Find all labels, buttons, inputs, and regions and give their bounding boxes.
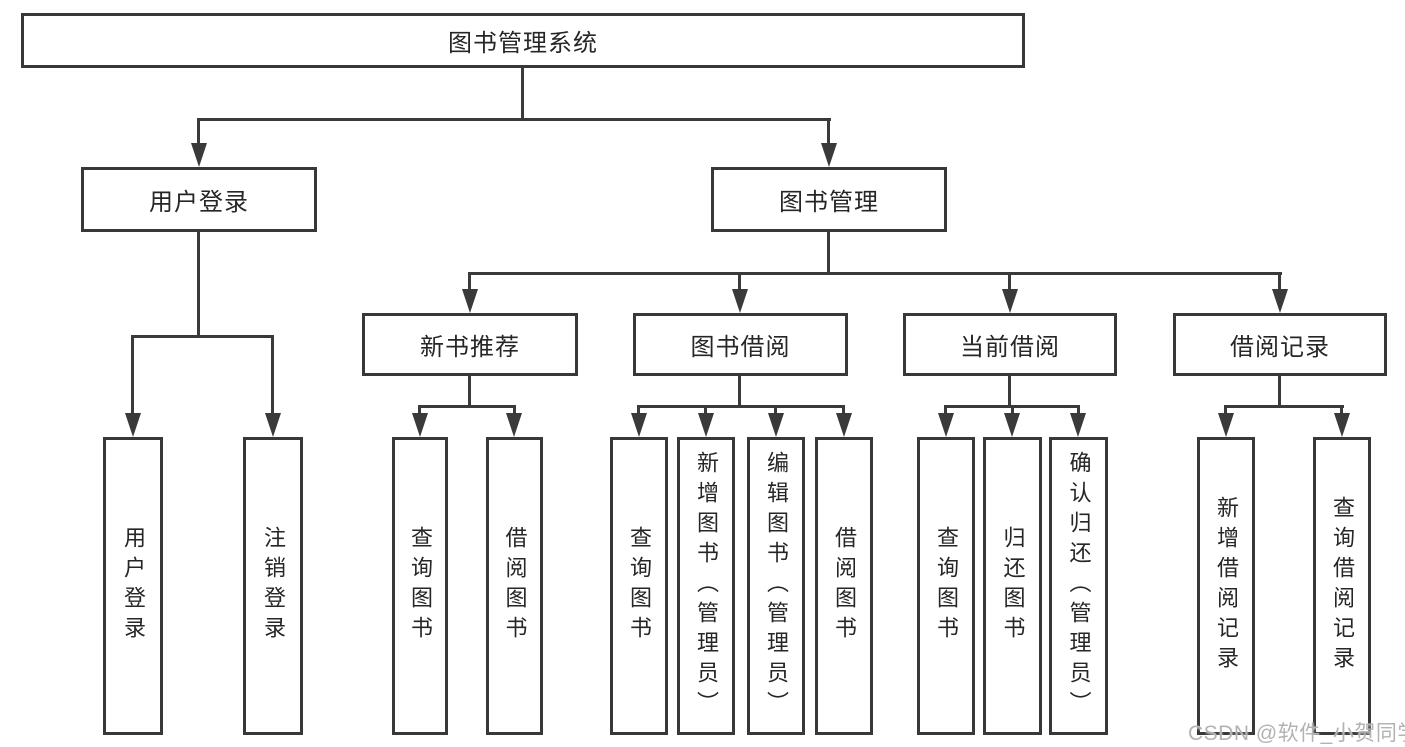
leaf-borrow-books: 借阅图书 xyxy=(486,437,543,735)
connector-book-borrow-stem xyxy=(738,376,741,408)
connector-stem-leaf xyxy=(1011,405,1014,416)
arrowhead-leaf xyxy=(1004,413,1020,437)
leaf-label: 新增图书（管理员） xyxy=(694,451,719,721)
leaf-label: 查询借阅记录 xyxy=(1330,496,1355,676)
connector-user-login-stem xyxy=(197,232,200,338)
connector-user-login-hbar xyxy=(131,335,274,338)
leaf-label: 查询图书 xyxy=(408,526,433,646)
leaf-confirm-return-admin: 确认归还（管理员） xyxy=(1049,437,1108,735)
arrowhead-user-login xyxy=(191,143,207,167)
connector-current-borrow-stem xyxy=(1008,376,1011,408)
connector-stem-leaf xyxy=(1077,405,1080,416)
csdn-watermark: CSDN @软件_小贺同学 xyxy=(1188,722,1405,745)
connector-book-mgmt-stem xyxy=(827,232,830,275)
leaf-label: 查询图书 xyxy=(934,526,959,646)
node-book-management: 图书管理 xyxy=(711,167,947,232)
arrowhead-new-book xyxy=(462,289,478,313)
leaf-query-books: 查询图书 xyxy=(610,437,668,735)
connector-stem-book-borrow xyxy=(738,272,741,292)
connector-stem-new-book xyxy=(468,272,471,292)
connector-stem-leaf xyxy=(774,405,777,416)
node-current-borrowing: 当前借阅 xyxy=(903,313,1117,376)
node-label: 图书借阅 xyxy=(690,334,791,361)
leaf-label: 用户登录 xyxy=(121,526,146,646)
node-label: 图书管理系统 xyxy=(448,30,598,57)
arrowhead-current-borrow xyxy=(1002,289,1018,313)
connector-book-borrow-hbar xyxy=(637,405,845,408)
leaf-label: 归还图书 xyxy=(1000,526,1026,646)
arrowhead-leaf xyxy=(768,413,784,437)
connector-stem-leaf xyxy=(513,405,516,416)
arrowhead-borrow-records xyxy=(1272,289,1288,313)
node-label: 图书管理 xyxy=(779,189,879,216)
arrowhead-leaf xyxy=(1070,413,1086,437)
arrowhead-logout-leaf xyxy=(265,413,281,437)
connector-stem-leaf xyxy=(637,405,640,416)
connector-new-book-stem xyxy=(468,376,471,408)
connector-root-stem xyxy=(521,68,524,121)
leaf-user-login: 用户登录 xyxy=(103,437,163,735)
arrowhead-leaf xyxy=(938,413,954,437)
node-label: 当前借阅 xyxy=(960,334,1060,361)
connector-stem-leaf xyxy=(418,405,421,416)
leaf-add-borrow-record: 新增借阅记录 xyxy=(1197,437,1255,735)
connector-stem-logout-leaf xyxy=(271,335,274,415)
arrowhead-book-mgmt xyxy=(821,143,837,167)
leaf-label: 借阅图书 xyxy=(502,526,528,646)
connector-stem-login-leaf xyxy=(131,335,134,415)
leaf-label: 查询图书 xyxy=(627,526,652,646)
node-book-borrowing: 图书借阅 xyxy=(633,313,848,376)
connector-stem-leaf xyxy=(1224,405,1227,416)
leaf-label: 编辑图书（管理员） xyxy=(764,451,789,721)
arrowhead-leaf xyxy=(836,413,852,437)
leaf-edit-books-admin: 编辑图书（管理员） xyxy=(747,437,805,735)
node-library-management-system: 图书管理系统 xyxy=(21,13,1025,68)
connector-root-hbar xyxy=(197,118,831,121)
arrowhead-leaf xyxy=(412,413,428,437)
connector-stem-leaf xyxy=(1340,405,1343,416)
leaf-label: 注销登录 xyxy=(261,526,286,646)
connector-borrow-records-hbar xyxy=(1224,405,1344,408)
arrowhead-leaf xyxy=(1334,413,1350,437)
arrowhead-leaf xyxy=(698,413,714,437)
leaf-logout: 注销登录 xyxy=(243,437,303,735)
leaf-label: 确认归还（管理员） xyxy=(1066,451,1092,721)
leaf-query-books: 查询图书 xyxy=(917,437,975,735)
leaf-query-books: 查询图书 xyxy=(392,437,448,735)
node-label: 用户登录 xyxy=(149,189,249,216)
connector-stem-current-borrow xyxy=(1008,272,1011,292)
arrowhead-leaf xyxy=(631,413,647,437)
node-new-book-recommend: 新书推荐 xyxy=(362,313,578,376)
connector-stem-leaf xyxy=(842,405,845,416)
leaf-query-borrow-record: 查询借阅记录 xyxy=(1313,437,1371,735)
node-label: 借阅记录 xyxy=(1230,334,1330,361)
leaf-add-books-admin: 新增图书（管理员） xyxy=(677,437,735,735)
node-label: 新书推荐 xyxy=(420,334,520,361)
node-borrowing-records: 借阅记录 xyxy=(1173,313,1387,376)
leaf-borrow-books: 借阅图书 xyxy=(815,437,873,735)
connector-stem-leaf xyxy=(944,405,947,416)
leaf-return-books: 归还图书 xyxy=(983,437,1042,735)
connector-book-mgmt-hbar xyxy=(468,272,1282,275)
leaf-label: 借阅图书 xyxy=(832,526,857,646)
arrowhead-leaf xyxy=(1218,413,1234,437)
connector-stem-book-mgmt xyxy=(827,118,830,146)
connector-borrow-records-stem xyxy=(1278,376,1281,408)
connector-stem-user-login xyxy=(197,118,200,146)
arrowhead-leaf xyxy=(506,413,522,437)
node-user-login: 用户登录 xyxy=(81,167,317,232)
arrowhead-login-leaf xyxy=(125,413,141,437)
connector-new-book-hbar xyxy=(418,405,516,408)
arrowhead-book-borrow xyxy=(732,289,748,313)
connector-stem-leaf xyxy=(704,405,707,416)
connector-stem-borrow-records xyxy=(1278,272,1281,292)
leaf-label: 新增借阅记录 xyxy=(1214,496,1239,676)
